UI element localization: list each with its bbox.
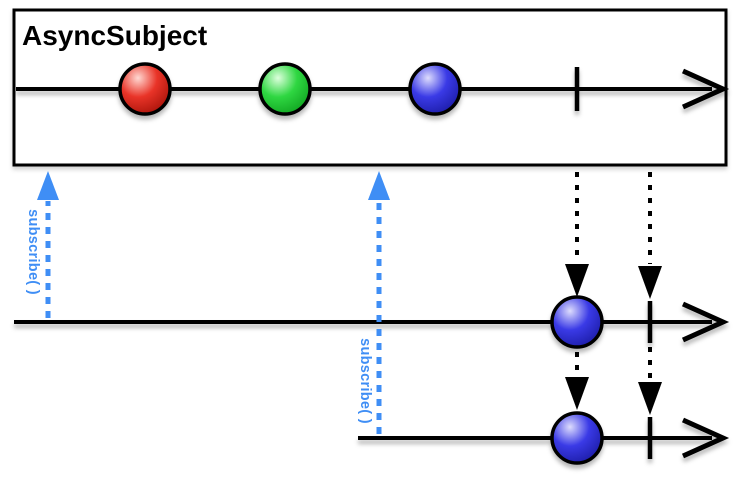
subscribe-arrow-1-head-icon bbox=[37, 171, 59, 200]
subscriber1-timeline bbox=[14, 295, 730, 349]
emission-arrows-to-subscriber1 bbox=[565, 172, 662, 299]
emission-arrow-value-1-head-icon bbox=[565, 264, 589, 297]
emission-arrow-complete-2-head-icon bbox=[638, 382, 662, 415]
source-marble-green bbox=[258, 62, 312, 116]
source-arrowhead-icon bbox=[681, 68, 730, 110]
emission-arrow-complete-1-head-icon bbox=[638, 266, 662, 299]
subscriber2-timeline bbox=[358, 411, 730, 465]
subscribe-arrow-2: subscribe( ) bbox=[357, 171, 390, 434]
source-title: AsyncSubject bbox=[22, 20, 207, 51]
emission-arrow-value-2-head-icon bbox=[565, 377, 589, 410]
subscriber2-arrowhead-icon bbox=[681, 417, 730, 459]
subscribe-arrow-1: subscribe( ) bbox=[25, 171, 59, 318]
source-marble-blue bbox=[408, 62, 462, 116]
subscribe-arrow-2-head-icon bbox=[368, 171, 390, 200]
emission-arrows-to-subscriber2 bbox=[565, 347, 662, 415]
subscriber1-arrowhead-icon bbox=[681, 301, 730, 343]
subscribe-label-2: subscribe( ) bbox=[357, 338, 373, 424]
subscriber2-marble-blue bbox=[550, 411, 604, 465]
source-timeline bbox=[16, 62, 730, 116]
subscriber1-marble-blue bbox=[550, 295, 604, 349]
subscribe-label-1: subscribe( ) bbox=[25, 209, 41, 295]
source-marble-red bbox=[118, 62, 172, 116]
